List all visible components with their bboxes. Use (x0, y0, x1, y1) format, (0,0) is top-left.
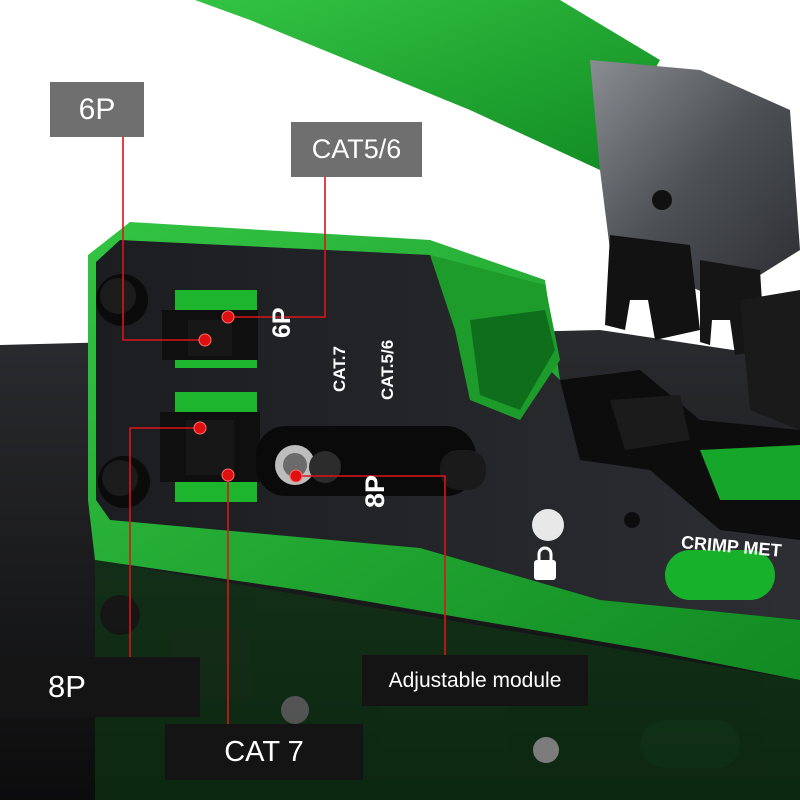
leader-6p (122, 137, 205, 341)
callout-cat56: CAT5/6 (291, 122, 422, 177)
tool-print-cat56: CAT.5/6 (378, 339, 397, 400)
pivot-hole (652, 190, 672, 210)
callout-adjustable-module: Adjustable module (362, 655, 588, 706)
release-oval (665, 550, 775, 600)
leader-lines (122, 137, 446, 724)
tool-print-6p: 6P (268, 307, 296, 338)
marker-8p (193, 421, 207, 435)
tool-handle-grip (195, 0, 660, 170)
crimp-dies (605, 235, 800, 430)
inner-mechanism (560, 370, 800, 540)
lock-indicator-hole (624, 512, 640, 528)
marker-dots (193, 310, 303, 483)
marker-cat7 (221, 468, 235, 482)
adjustable-slider (256, 426, 486, 496)
callout-8p: 8P (0, 657, 200, 717)
lock-button (532, 509, 564, 541)
tool-print-8p: 8P (360, 474, 390, 508)
marker-6p (198, 333, 212, 347)
die-8p (160, 392, 260, 502)
tool-print-cat7: CAT.7 (330, 346, 349, 392)
callout-cat7: CAT 7 (165, 724, 363, 780)
leader-adjustable (296, 475, 446, 655)
leader-cat56 (230, 177, 326, 318)
die-6p (162, 290, 258, 368)
marker-cat56 (221, 310, 235, 324)
callout-6p: 6P (50, 82, 144, 137)
leader-8p (129, 427, 200, 657)
lock-icon (534, 546, 556, 580)
marker-adjustable (289, 469, 303, 483)
